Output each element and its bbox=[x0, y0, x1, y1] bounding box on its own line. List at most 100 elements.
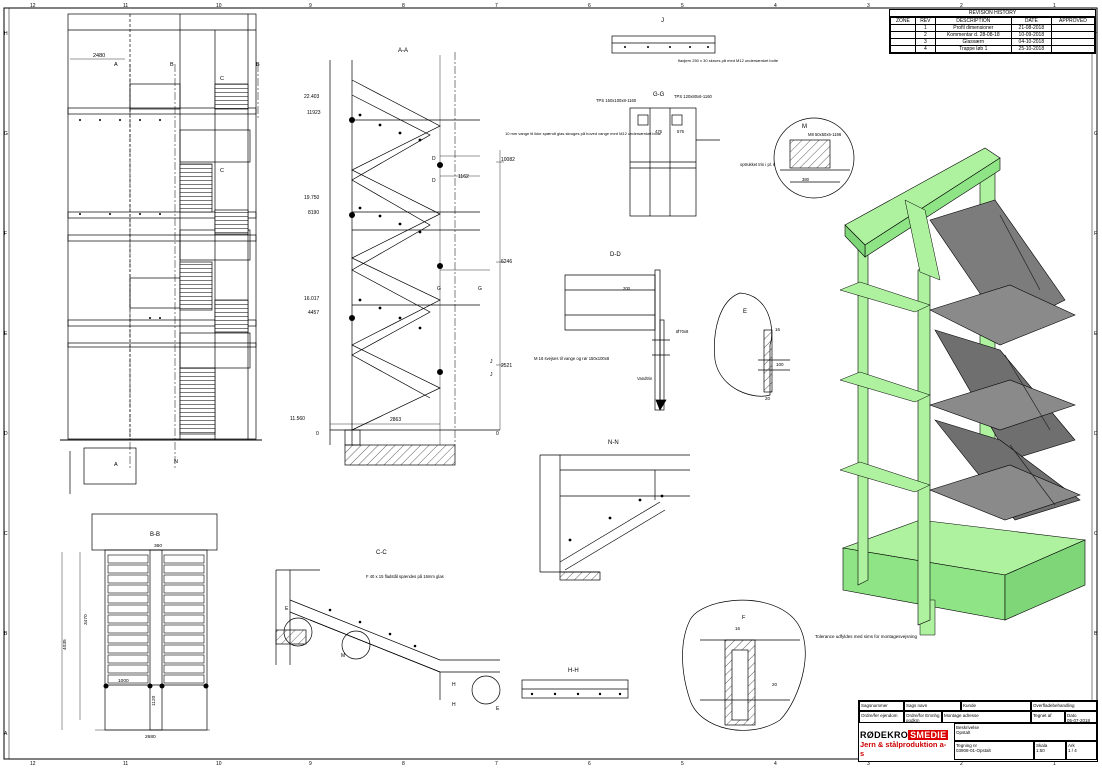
zone-number: 3 bbox=[867, 3, 870, 9]
svg-text:6246: 6246 bbox=[501, 259, 512, 265]
zone-number: 11 bbox=[123, 761, 128, 767]
svg-text:22.403: 22.403 bbox=[304, 94, 320, 100]
stair-tread bbox=[163, 654, 205, 664]
zone-number: 1 bbox=[1053, 3, 1056, 9]
svg-text:3470: 3470 bbox=[83, 614, 89, 625]
view-title-nn: N-N bbox=[608, 440, 619, 446]
stair-tread bbox=[107, 584, 149, 594]
section-bb-labels: 360 3470 4035 1000 1120 2680 bbox=[62, 543, 162, 740]
stair-tread bbox=[163, 584, 205, 594]
svg-text:20: 20 bbox=[765, 396, 771, 401]
svg-text:J: J bbox=[490, 359, 493, 365]
view-title-cc: C-C bbox=[376, 550, 387, 556]
stair-tread bbox=[163, 564, 205, 574]
zone-letters-side: HHGGFFEEDDCCBBAA bbox=[4, 31, 1098, 737]
zone-number: 5 bbox=[681, 3, 684, 9]
zone-letter: F bbox=[4, 231, 7, 237]
rev-header: REV bbox=[914, 17, 936, 25]
section-gg bbox=[629, 107, 720, 217]
zone-number: 11 bbox=[123, 3, 128, 9]
section-bb bbox=[61, 513, 218, 731]
stair-tread bbox=[107, 564, 149, 574]
svg-text:1000: 1000 bbox=[118, 678, 129, 684]
svg-text:19.750: 19.750 bbox=[304, 195, 320, 201]
view-title-e: E bbox=[743, 309, 747, 315]
svg-text:10 mm vange til ikke spændt gl: 10 mm vange til ikke spændt glas skruges… bbox=[505, 131, 662, 136]
section-gg-labels: TPS 150x100x8-1160 TPS 120x80x6-1160 476… bbox=[596, 94, 713, 134]
svg-text:10082: 10082 bbox=[501, 157, 515, 163]
stair-tread bbox=[163, 574, 205, 584]
stair-tread bbox=[107, 644, 149, 654]
detail-f-labels: F Tolerance udfyldes med sims for montag… bbox=[735, 615, 918, 687]
zone-letter: E bbox=[1094, 331, 1098, 337]
svg-text:11.560: 11.560 bbox=[290, 416, 305, 422]
zone-number: 10 bbox=[216, 761, 222, 767]
stair-tread bbox=[107, 554, 149, 564]
zone-letter: H bbox=[4, 31, 8, 37]
svg-text:2680: 2680 bbox=[145, 734, 156, 740]
front-elevation bbox=[60, 13, 262, 494]
view-title-aa: A-A bbox=[398, 48, 408, 54]
svg-text:2480: 2480 bbox=[93, 53, 105, 59]
isometric-3d-model bbox=[839, 147, 1087, 636]
zone-number: 5 bbox=[681, 761, 684, 767]
tb-label: Overfladebehandling bbox=[1031, 701, 1097, 711]
zone-number: 2 bbox=[960, 3, 963, 9]
zone-number: 9 bbox=[309, 761, 312, 767]
stair-tread bbox=[163, 604, 205, 614]
zone-number: 9 bbox=[309, 3, 312, 9]
stair-tread bbox=[163, 624, 205, 634]
detail-e-labels: 16 100 20 bbox=[765, 327, 784, 401]
view-title-m: M bbox=[802, 124, 807, 130]
svg-text:Ø70x8: Ø70x8 bbox=[676, 329, 689, 334]
svg-text:Vandtrin: Vandtrin bbox=[637, 376, 653, 381]
section-dd bbox=[564, 269, 670, 411]
svg-text:16: 16 bbox=[735, 626, 741, 631]
svg-text:TPS 150x100x8-1160: TPS 150x100x8-1160 bbox=[596, 98, 637, 103]
stair-tread bbox=[107, 664, 149, 674]
tb-label: Sagsnummer bbox=[859, 701, 904, 711]
svg-text:8190: 8190 bbox=[308, 210, 319, 216]
svg-text:1162: 1162 bbox=[458, 174, 469, 180]
section-cc-labels: F 40 x 15 fladstål spændes på 16mm glas … bbox=[285, 574, 500, 712]
svg-text:D: D bbox=[432, 156, 436, 162]
view-title-gg: G-G bbox=[653, 92, 665, 98]
zone-number: 12 bbox=[30, 3, 36, 9]
zone-letter: E bbox=[4, 331, 8, 337]
zone-number: 3 bbox=[867, 761, 870, 767]
zone-number: 2 bbox=[960, 761, 963, 767]
zone-letter: D bbox=[1094, 431, 1098, 437]
svg-text:380: 380 bbox=[802, 177, 810, 182]
svg-text:1120: 1120 bbox=[151, 695, 157, 706]
tb-label: Sags navn bbox=[904, 701, 961, 711]
svg-text:4035: 4035 bbox=[62, 639, 68, 650]
svg-text:4457: 4457 bbox=[308, 310, 319, 316]
view-title-j: J bbox=[661, 18, 664, 24]
svg-text:0: 0 bbox=[496, 431, 499, 437]
svg-text:A: A bbox=[114, 62, 118, 68]
stair-tread bbox=[163, 634, 205, 644]
svg-text:G: G bbox=[437, 286, 441, 292]
stair-tread bbox=[163, 644, 205, 654]
zone-letter: D bbox=[4, 431, 8, 437]
svg-text:11923: 11923 bbox=[307, 110, 321, 116]
stair-tread bbox=[107, 604, 149, 614]
svg-text:M8 50x50x5-1196: M8 50x50x5-1196 bbox=[808, 132, 842, 137]
stair-tread bbox=[107, 594, 149, 604]
rev-header: DATE bbox=[1010, 17, 1052, 25]
section-cc bbox=[275, 569, 501, 705]
zone-letter: C bbox=[4, 531, 8, 537]
svg-text:A: A bbox=[114, 462, 118, 468]
svg-text:100: 100 bbox=[776, 362, 784, 367]
zone-number: 10 bbox=[216, 3, 222, 9]
svg-text:200: 200 bbox=[623, 286, 631, 291]
svg-text:576: 576 bbox=[677, 129, 685, 134]
stair-tread bbox=[163, 614, 205, 624]
zone-letter: G bbox=[4, 131, 8, 137]
zone-number: 6 bbox=[588, 761, 591, 767]
